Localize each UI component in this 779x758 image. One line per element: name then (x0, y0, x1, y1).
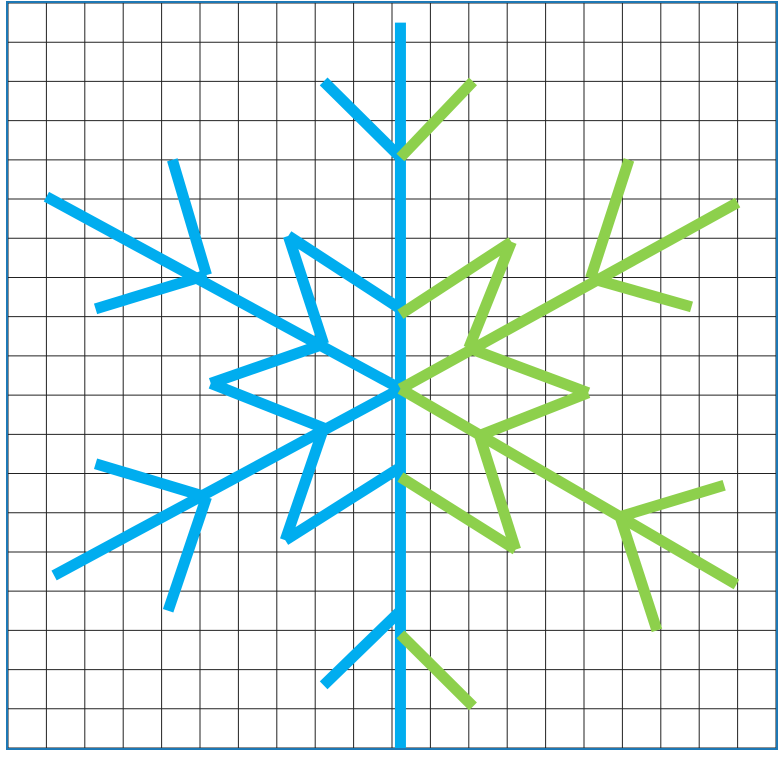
grid-lines (8, 3, 776, 748)
